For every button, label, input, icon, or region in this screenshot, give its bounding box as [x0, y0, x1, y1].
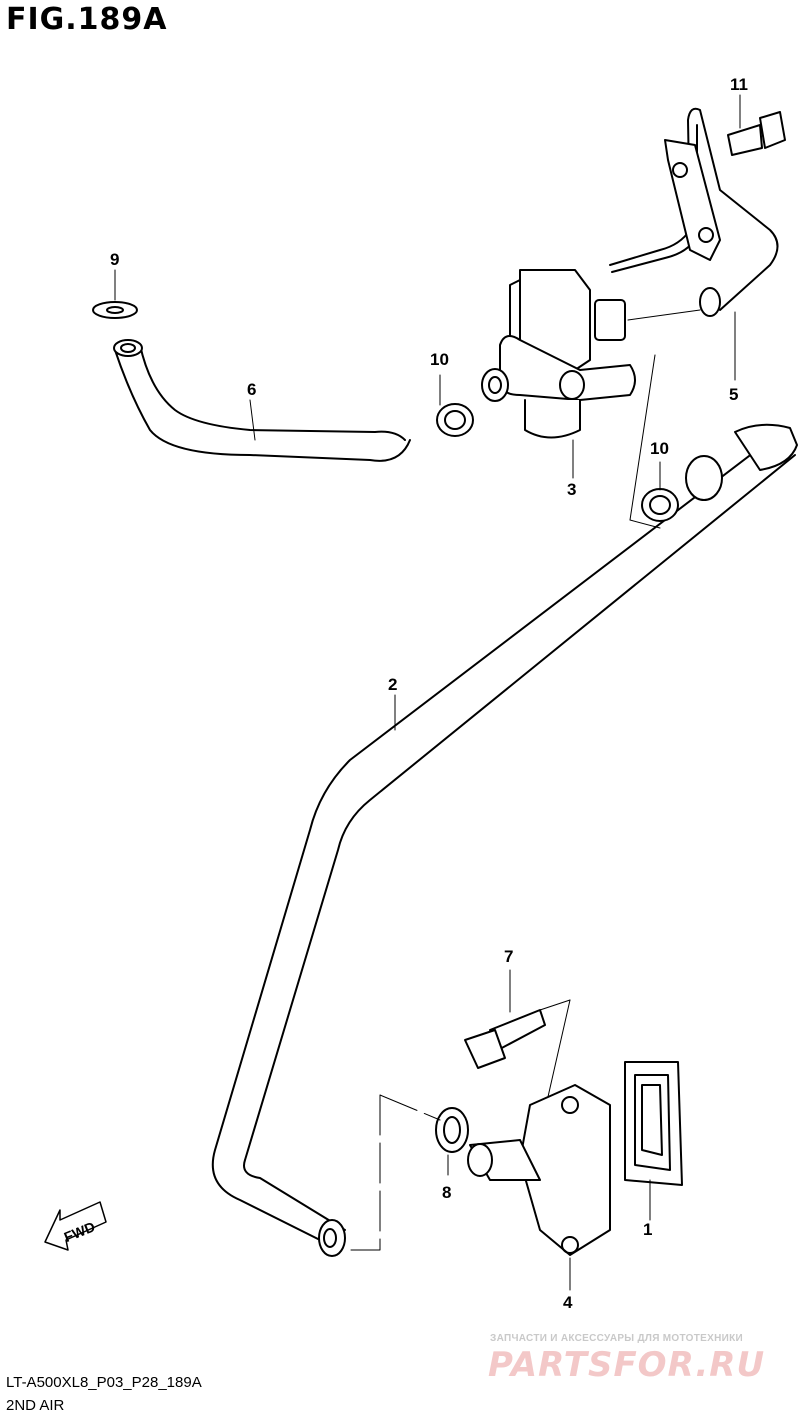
part-9-washer[interactable] [92, 269, 138, 319]
part-8-oring[interactable] [344, 1094, 469, 1251]
watermark-text: ЗАПЧАСТИ И АКСЕССУАРЫ ДЛЯ МОТОТЕХНИКИ [490, 1333, 743, 1344]
part-5-pipe[interactable] [609, 107, 779, 317]
part-6-hose[interactable] [113, 339, 411, 462]
callout-11[interactable]: 11 [730, 75, 748, 94]
fwd-arrow-icon: FWD [44, 1201, 107, 1251]
callout-10b[interactable]: 10 [650, 439, 669, 458]
callout-7[interactable]: 7 [504, 947, 513, 966]
callout-10a[interactable]: 10 [430, 350, 449, 369]
callout-4[interactable]: 4 [563, 1293, 573, 1312]
part-3-valve[interactable] [481, 269, 701, 529]
callout-5[interactable]: 5 [729, 385, 738, 404]
part-4-cover[interactable] [467, 1084, 611, 1291]
callout-1[interactable]: 1 [643, 1220, 652, 1239]
watermark-logo: PARTSFOR.RU [488, 1345, 766, 1385]
part-7-bolt[interactable] [464, 969, 571, 1111]
figure-title: FIG.189A [6, 2, 168, 37]
callout-6[interactable]: 6 [247, 380, 256, 399]
part-2-hose[interactable] [211, 423, 798, 1257]
figure-code: LT-A500XL8_P03_P28_189A [6, 1374, 202, 1391]
callout-9[interactable]: 9 [110, 250, 119, 269]
part-11-bolt[interactable] [727, 94, 786, 156]
callout-3[interactable]: 3 [567, 480, 576, 499]
part-1-gasket[interactable] [624, 1061, 683, 1221]
part-10-clamp-b[interactable] [641, 461, 679, 522]
leader-6 [249, 399, 256, 441]
part-10-clamp-a[interactable] [436, 374, 474, 437]
callout-8[interactable]: 8 [442, 1183, 451, 1202]
callout-2[interactable]: 2 [388, 675, 397, 694]
figure-caption: 2ND AIR [6, 1397, 65, 1414]
